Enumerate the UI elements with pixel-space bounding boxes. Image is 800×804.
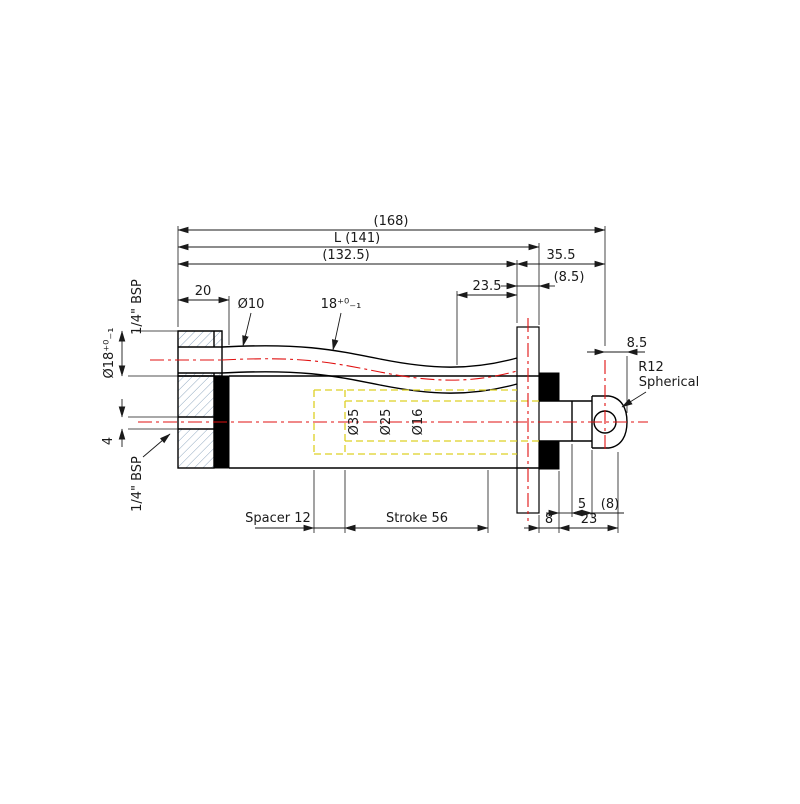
label-r12: R12 xyxy=(638,360,664,375)
label-spherical: Spherical xyxy=(639,375,699,390)
cylinder-body xyxy=(177,326,628,514)
dim-5-label: 5 xyxy=(578,497,586,512)
label-bsp-bottom: 1/4" BSP xyxy=(130,456,145,512)
end-cap-port-lines xyxy=(178,416,214,430)
leader-18-tol xyxy=(331,312,342,351)
pipe-top-line xyxy=(221,345,518,368)
dim-spacer-label: Spacer 12 xyxy=(245,511,311,526)
dim-8-paren-label: (8) xyxy=(601,497,619,512)
dim-35-5-label: 35.5 xyxy=(547,248,576,263)
leader-r12 xyxy=(621,391,647,408)
dim-dia25-label: Ø25 xyxy=(379,409,394,436)
dim-body-label: (132.5) xyxy=(322,248,369,263)
dim-dia35-label: Ø35 xyxy=(347,409,362,436)
port-boss-bore-lines xyxy=(178,331,222,376)
centerlines xyxy=(138,318,648,521)
end-cap-hatch-lower xyxy=(177,428,215,469)
pipe-centerline xyxy=(221,358,518,381)
dim-8-5-label: 8.5 xyxy=(627,336,648,351)
leader-dia10 xyxy=(242,312,252,347)
dim-dia18-tol-label: Ø18⁺⁰₋₁ xyxy=(102,328,117,379)
rod xyxy=(539,400,592,442)
dimension-labels: (168) L (141) (132.5) 35.5 (8.5) 20 Ø10 … xyxy=(101,214,699,527)
tube-outline xyxy=(229,375,517,469)
dim-20-label: 20 xyxy=(195,284,212,299)
label-bsp-top: 1/4" BSP xyxy=(130,279,145,335)
dim-8-5-paren-label: (8.5) xyxy=(554,270,585,285)
bore-hidden-lines xyxy=(313,389,517,455)
dim-stroke-label: Stroke 56 xyxy=(386,511,448,526)
dim-8-label: 8 xyxy=(545,512,553,527)
dim-l-label: L (141) xyxy=(334,231,380,246)
gland-seal-top xyxy=(538,372,560,402)
end-cap-hatch-upper xyxy=(177,375,215,418)
port-boss-hatch-top xyxy=(177,330,223,348)
dim-dia16-label: Ø16 xyxy=(411,409,426,436)
rod-hidden-lines xyxy=(345,400,539,442)
dim-overall-label: (168) xyxy=(374,214,409,229)
hidden-lines xyxy=(313,389,539,455)
dim-4-label: 4 xyxy=(101,437,116,445)
leader-bsp-bottom xyxy=(142,433,171,458)
dim-23-5-label: 23.5 xyxy=(473,279,502,294)
dim-23-label: 23 xyxy=(581,512,598,527)
gland-seal-bottom xyxy=(538,440,560,470)
pipe-bottom-line xyxy=(221,371,518,394)
dim-18-tol-label: 18⁺⁰₋₁ xyxy=(321,297,362,312)
dim-dia10-label: Ø10 xyxy=(238,297,265,312)
dimension-lines xyxy=(118,226,647,533)
